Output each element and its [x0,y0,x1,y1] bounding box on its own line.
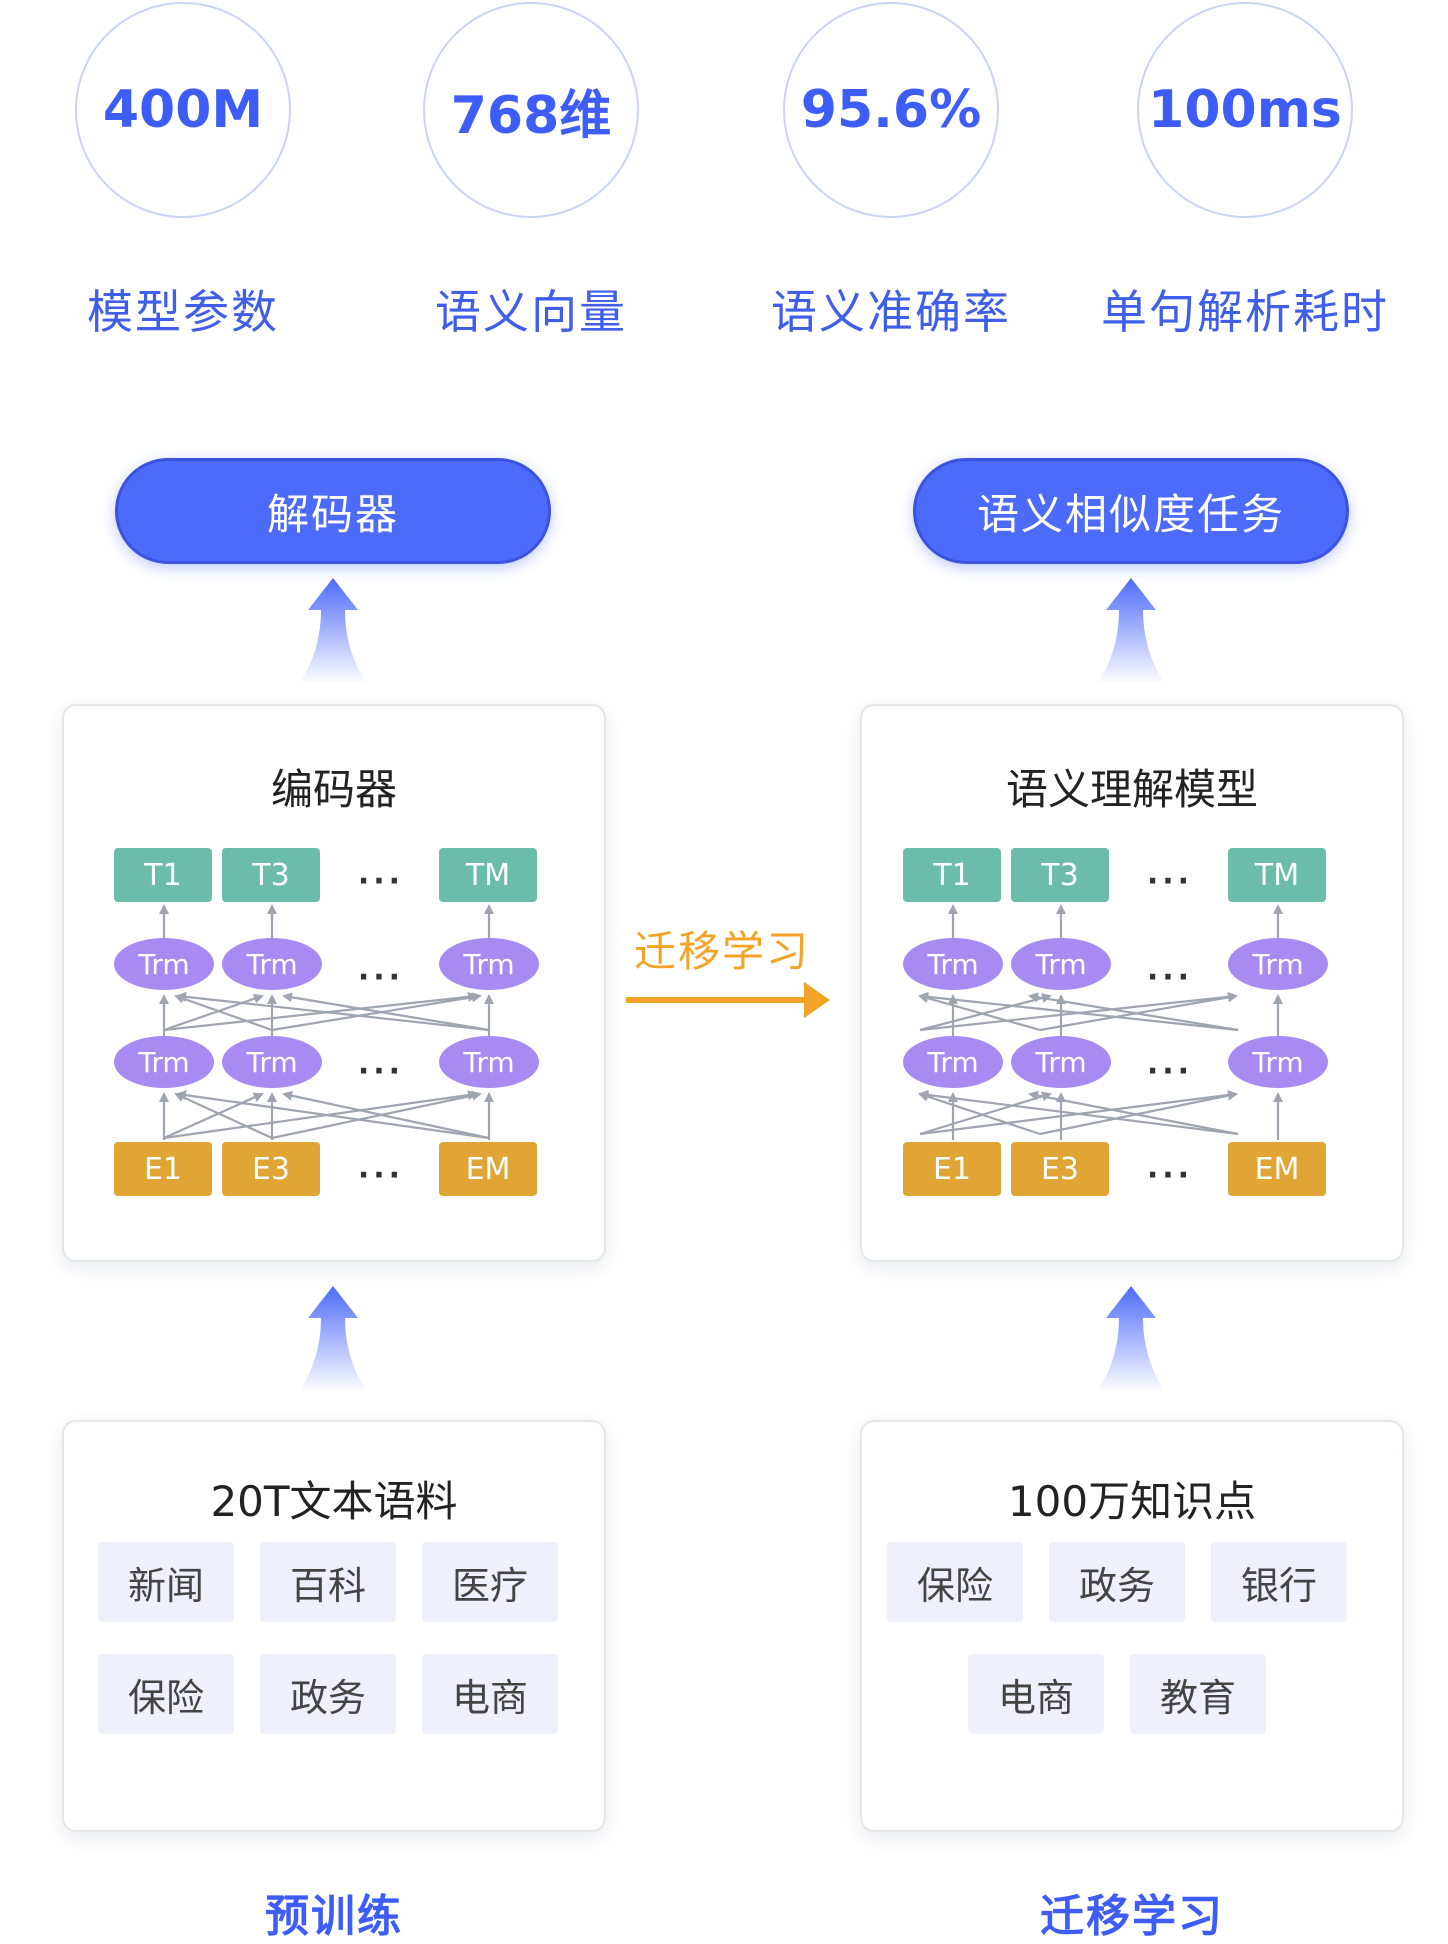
up-arrow-task [1098,578,1164,682]
trm-node: Trm [1011,938,1111,990]
trm-node: Trm [114,938,214,990]
pretrain-corpus-title: 20T文本语料 [210,1477,458,1526]
transfer-corpus-title: 100万知识点 [1007,1477,1257,1526]
trm-node: Trm [903,938,1003,990]
ellipsis: ··· [1146,1054,1194,1089]
chip-banking: 银行 [1211,1542,1347,1622]
stat-circle-params: 400M [75,2,291,218]
transfer-arrow [626,982,830,1018]
stat-circle-vector: 768维 [423,2,639,218]
trm-node: Trm [439,1036,539,1088]
transfer-corpus-panel: 100万知识点 [860,1420,1404,1832]
stat-circle-accuracy: 95.6% [783,2,999,218]
token-tm: TM [439,848,537,902]
token-tm: TM [1228,848,1326,902]
stat-value-accuracy: 95.6% [800,80,982,140]
stage-label-pretrain: 预训练 [265,1891,403,1942]
token-t1: T1 [903,848,1001,902]
stat-circle-latency: 100ms [1137,2,1353,218]
encoder-connections [159,904,494,1140]
up-arrow-encoder [300,1286,366,1390]
up-arrow-semantic [1098,1286,1164,1390]
stage-label-transfer: 迁移学习 [1040,1891,1224,1942]
trm-node: Trm [903,1036,1003,1088]
token-em: EM [1228,1142,1326,1196]
semantic-connections [918,904,1283,1140]
token-t3: T3 [222,848,320,902]
stat-value-vector: 768维 [450,85,612,146]
ellipsis: ··· [1146,1158,1194,1193]
trm-node: Trm [439,938,539,990]
token-t3: T3 [1011,848,1109,902]
encoder-title: 编码器 [270,765,397,814]
ellipsis: ··· [1146,864,1194,899]
token-t1: T1 [114,848,212,902]
chip-insurance: 保险 [887,1542,1023,1622]
stat-value-params: 400M [102,80,264,140]
ellipsis: ··· [357,1054,405,1089]
transfer-label: 迁移学习 [634,927,811,976]
trm-node: Trm [222,938,322,990]
token-e3: E3 [222,1142,320,1196]
trm-node: Trm [1228,938,1328,990]
chip-medical: 医疗 [422,1542,558,1622]
stat-label-params: 模型参数 [87,285,279,339]
decoder-pill: 解码器 [115,458,551,564]
ellipsis: ··· [357,864,405,899]
ellipsis: ··· [357,960,405,995]
chip-ecommerce: 电商 [422,1654,558,1734]
up-arrow-decoder [300,578,366,682]
stat-label-vector: 语义向量 [435,285,627,339]
chip-education: 教育 [1130,1654,1266,1734]
trm-node: Trm [222,1036,322,1088]
chip-government: 政务 [1049,1542,1185,1622]
trm-node: Trm [114,1036,214,1088]
token-e3: E3 [1011,1142,1109,1196]
pretrain-corpus-panel: 20T文本语料 [62,1420,606,1832]
trm-node: Trm [1011,1036,1111,1088]
stat-value-latency: 100ms [1148,80,1342,140]
stat-label-accuracy: 语义准确率 [771,285,1011,339]
chip-government: 政务 [260,1654,396,1734]
semantic-model-title: 语义理解模型 [1005,765,1258,814]
token-em: EM [439,1142,537,1196]
stat-label-latency: 单句解析耗时 [1101,285,1389,339]
chip-encyclopedia: 百科 [260,1542,396,1622]
ellipsis: ··· [1146,960,1194,995]
chip-ecommerce: 电商 [968,1654,1104,1734]
token-e1: E1 [903,1142,1001,1196]
trm-node: Trm [1228,1036,1328,1088]
chip-insurance: 保险 [98,1654,234,1734]
ellipsis: ··· [357,1158,405,1193]
chip-news: 新闻 [98,1542,234,1622]
token-e1: E1 [114,1142,212,1196]
similarity-task-pill: 语义相似度任务 [913,458,1349,564]
